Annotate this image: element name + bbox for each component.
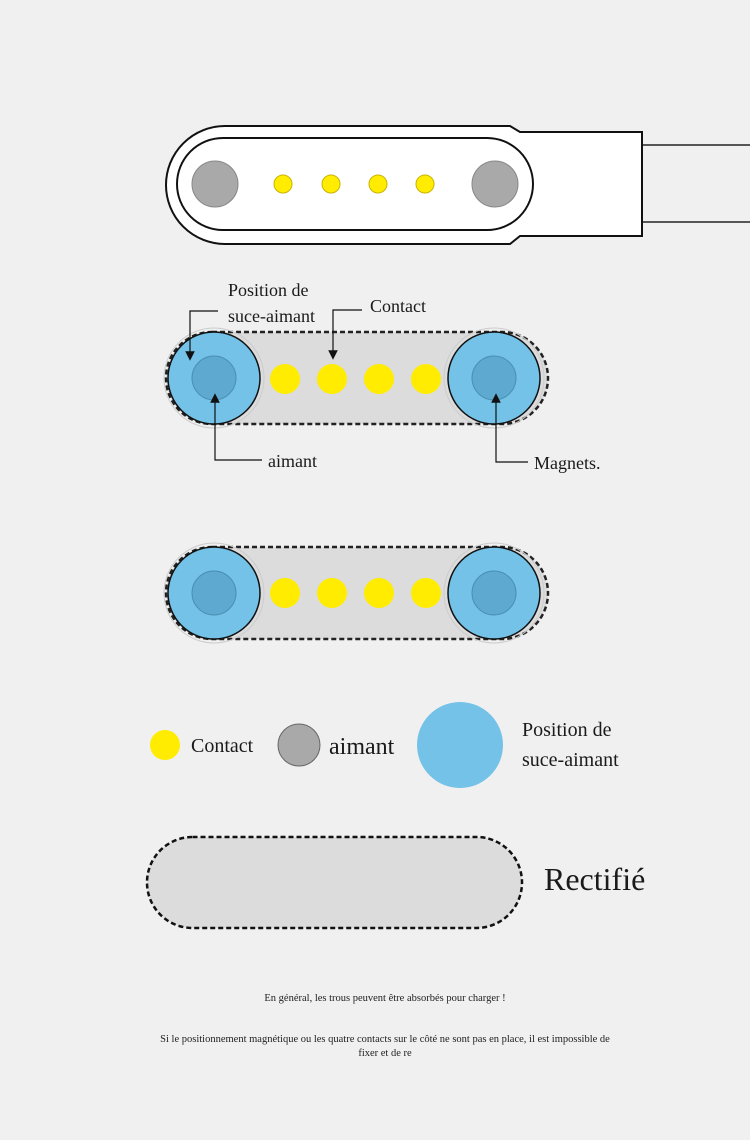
magnet-label: aimant	[268, 451, 317, 471]
socket-labeled: Position de suce-aimant Contact aimant M…	[163, 280, 601, 473]
suction-legend-icon	[417, 702, 503, 788]
connector-plug	[165, 125, 750, 245]
rectified-label: Rectifié	[544, 861, 645, 897]
legend-magnet-label: aimant	[329, 734, 395, 760]
contact-pin-icon	[415, 174, 435, 194]
magnet-left-icon	[191, 160, 239, 208]
contact-pin-icon	[368, 174, 388, 194]
legend-suction-label-line2: suce-aimant	[522, 749, 619, 771]
suction-position-label-line1: Position de	[228, 280, 309, 300]
magnet-legend-icon	[277, 723, 321, 767]
contact-label: Contact	[370, 296, 426, 316]
magnets-label: Magnets.	[534, 453, 601, 473]
legend-suction-label-line1: Position de	[522, 719, 612, 741]
socket-plain	[163, 542, 550, 644]
magnet-right-icon	[471, 160, 519, 208]
contact-legend-icon	[150, 730, 180, 760]
legend-contact-label: Contact	[191, 735, 254, 757]
contact-pin-icon	[321, 174, 341, 194]
contact-pin-icon	[273, 174, 293, 194]
note-general: En général, les trous peuvent être absor…	[264, 993, 506, 1004]
legend: Contact aimant Position de suce-aimant	[150, 702, 619, 788]
rectified-shape: Rectifié	[145, 835, 645, 930]
note-warning: Si le positionnement magnétique ou les q…	[160, 1034, 610, 1059]
suction-position-label-line2: suce-aimant	[228, 306, 315, 326]
